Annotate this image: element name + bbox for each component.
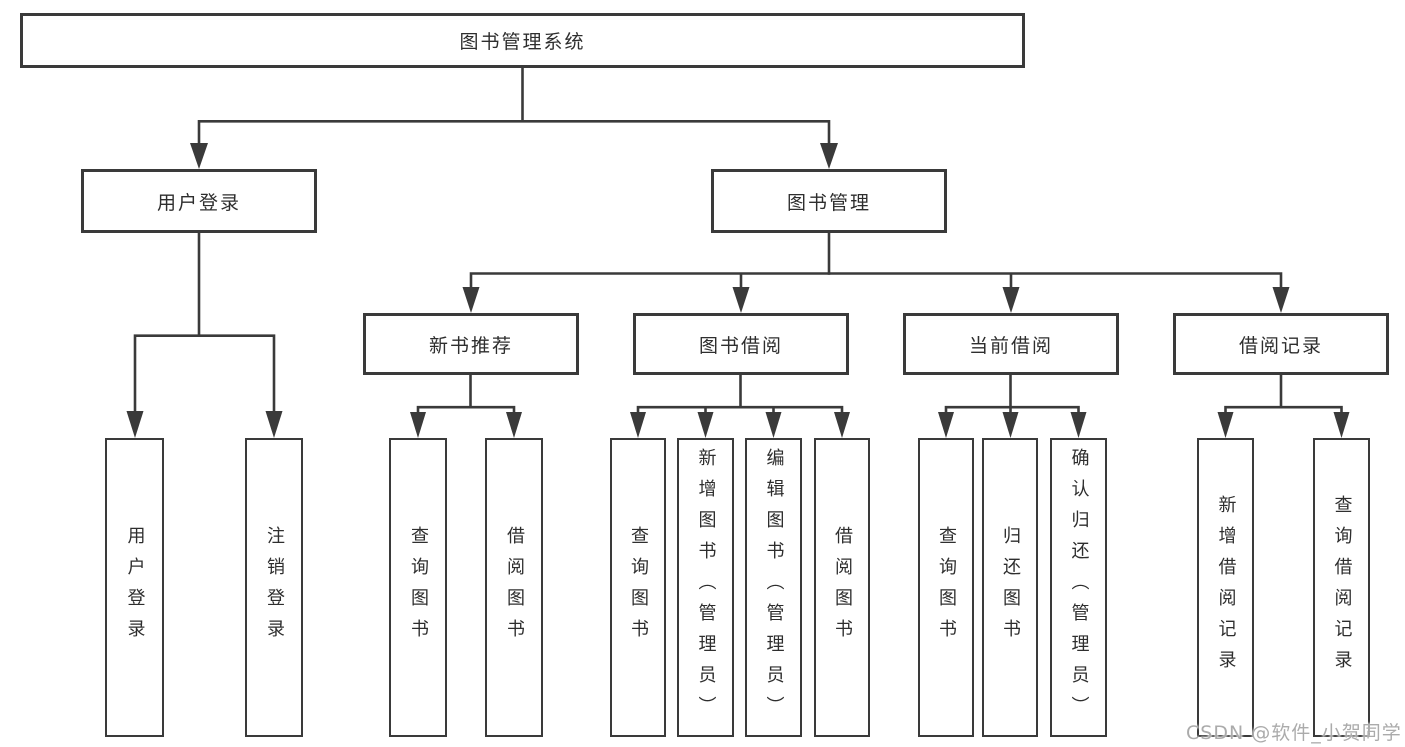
node-leaf-query-books-borrowing: 查询图书 <box>610 438 666 737</box>
node-leaf-borrow-books: 借阅图书 <box>814 438 870 737</box>
node-label: 归还图书 <box>1000 525 1021 650</box>
node-user-login-branch: 用户登录 <box>81 169 317 233</box>
node-leaf-query-books-current: 查询图书 <box>918 438 974 737</box>
node-label: 图书管理系统 <box>459 31 586 53</box>
node-label: 新书推荐 <box>428 334 513 357</box>
node-label: 新增借阅记录 <box>1215 494 1237 681</box>
node-new-book-recommendation: 新书推荐 <box>363 313 579 375</box>
node-leaf-add-books-admin: 新增图书（管理员） <box>677 438 734 737</box>
node-leaf-add-borrow-record: 新增借阅记录 <box>1197 438 1254 737</box>
node-leaf-confirm-return-admin: 确认归还（管理员） <box>1050 438 1107 737</box>
node-current-borrowing: 当前借阅 <box>903 313 1119 375</box>
node-label: 借阅图书 <box>504 525 525 650</box>
node-label: 新增图书（管理员） <box>695 448 717 727</box>
node-leaf-user-login: 用户登录 <box>105 438 164 737</box>
node-label: 查询图书 <box>628 525 649 650</box>
node-label: 查询图书 <box>408 525 429 650</box>
node-leaf-return-books: 归还图书 <box>982 438 1038 737</box>
node-label: 用户登录 <box>124 525 146 650</box>
node-leaf-query-books-recommend: 查询图书 <box>389 438 447 737</box>
node-label: 查询借阅记录 <box>1331 494 1353 681</box>
node-label: 用户登录 <box>156 191 241 214</box>
node-label: 图书管理 <box>786 191 871 214</box>
node-book-management-branch: 图书管理 <box>711 169 947 233</box>
node-book-management-system: 图书管理系统 <box>20 13 1025 68</box>
node-label: 借阅图书 <box>832 525 853 650</box>
node-label: 借阅记录 <box>1238 334 1323 357</box>
node-borrowing-records: 借阅记录 <box>1173 313 1389 375</box>
node-leaf-edit-books-admin: 编辑图书（管理员） <box>745 438 802 737</box>
node-label: 当前借阅 <box>968 334 1053 357</box>
node-label: 编辑图书（管理员） <box>763 448 785 727</box>
node-label: 查询图书 <box>936 525 957 650</box>
node-leaf-logout: 注销登录 <box>245 438 303 737</box>
node-leaf-borrow-books-recommend: 借阅图书 <box>485 438 543 737</box>
node-label: 确认归还（管理员） <box>1068 448 1090 727</box>
node-leaf-query-borrow-record: 查询借阅记录 <box>1313 438 1370 737</box>
csdn-watermark: CSDN @软件_小贺同学 <box>1186 722 1402 744</box>
node-label: 注销登录 <box>264 525 285 650</box>
node-book-borrowing: 图书借阅 <box>633 313 849 375</box>
node-label: 图书借阅 <box>698 334 783 357</box>
